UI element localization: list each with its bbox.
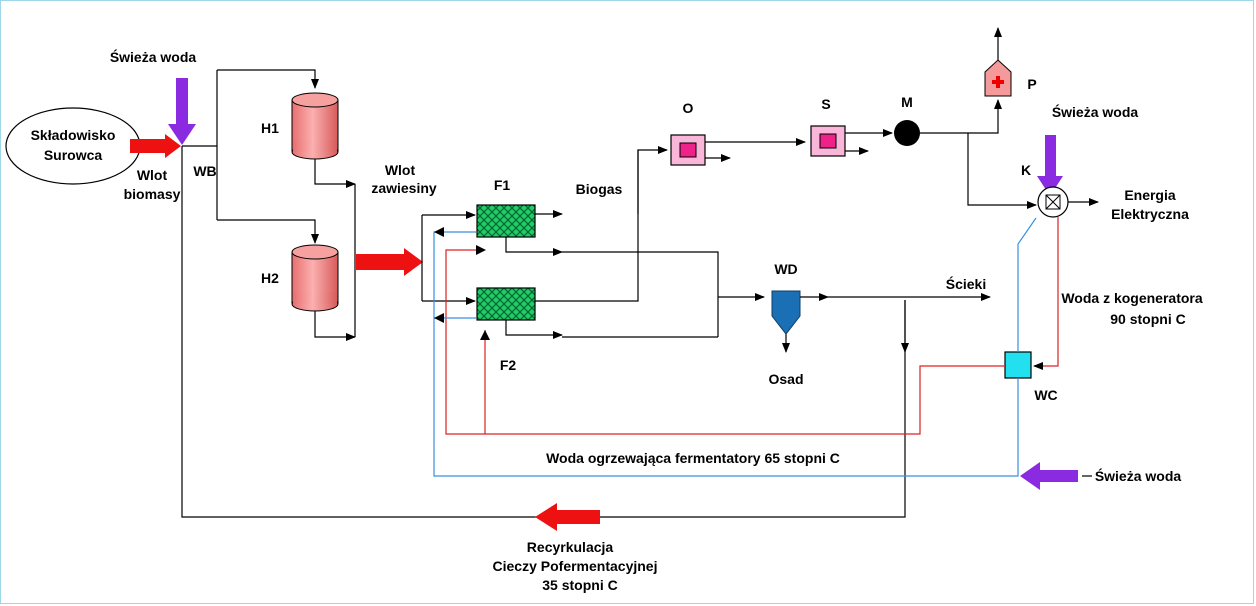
inlet-biomass-label-2: biomasy [124,186,181,202]
meter-m [894,120,920,146]
tank-h2 [291,244,339,312]
wb-label: WB [193,163,216,179]
inlet-suspension-label-2: zawiesiny [371,180,437,196]
wd-label: WD [774,261,797,277]
line-to-h2 [217,219,319,244]
recirc-label-1: Recyrkulacja [527,539,614,555]
separator-s-core [819,133,837,149]
storage-ellipse [5,107,141,185]
fermenter-f1 [476,204,536,238]
flare-p-cross [992,76,1004,88]
suspension-inlet-arrow [356,248,423,276]
heating-water-label: Woda ogrzewająca fermentatory 65 stopni … [546,450,840,466]
heating-loop-red [445,249,1005,435]
heat-exchanger-wc [1004,351,1032,379]
recirculation-arrow [535,503,600,531]
h2-label: H2 [261,270,279,286]
settler-wd [771,290,801,335]
storage-label-1: Składowisko [31,127,116,143]
f1-label: F1 [494,177,511,193]
h1-label: H1 [261,120,279,136]
inlet-biomass-label-1: Wlot [137,167,168,183]
biomass-inlet-arrow [130,134,181,158]
energy-label-1: Energia [1124,187,1176,203]
f2-label: F2 [500,357,517,373]
f2-gas-line [535,150,639,302]
storage-label-2: Surowca [44,147,103,163]
cogen-water-label-1: Woda z kogeneratora [1061,290,1203,306]
h2-outlet [314,311,356,341]
fresh-water-arrow-k [1037,135,1063,196]
fresh-water-right-label: Świeża woda [1052,103,1139,120]
cogenerator-k-cross [1045,194,1061,210]
h1-outlet [314,159,356,188]
f2-digestate [505,320,563,339]
blue-f2-arrowhead [434,313,444,323]
s-label: S [821,96,830,112]
line-to-p [920,99,1002,134]
fermenter-f2 [476,287,536,321]
fresh-water-arrow-top [168,78,196,145]
heating-to-f2-arrowhead [480,330,490,340]
digestate-collector [562,251,719,337]
sludge-label: Osad [768,371,803,387]
line-to-k [967,133,1037,209]
fresh-water-bottom-label: Świeża woda [1095,467,1182,484]
biogas-label: Biogas [576,181,623,197]
line-to-h1 [217,69,319,89]
cogen-water-label-2: 90 stopni C [1110,311,1185,327]
energy-label-2: Elektryczna [1111,206,1189,222]
blue-to-k [1017,217,1037,352]
biogas-line [637,146,668,214]
p-label: P [1027,76,1036,92]
f1-digestate [505,237,563,256]
wc-label: WC [1034,387,1057,403]
tank-h1 [291,92,339,160]
inlet-suspension-label-1: Wlot [385,162,416,178]
fresh-water-arrow-bottom [1020,462,1078,490]
k-label: K [1021,162,1031,178]
o-label: O [683,100,694,116]
heating-to-f1-arrowhead [476,245,486,255]
sewage-label: Ścieki [946,275,986,292]
m-label: M [901,94,913,110]
separator-o-core [679,142,697,158]
cogen-hot-water-line [1033,217,1059,370]
heating-loop-blue [433,231,1019,477]
recirc-label-3: 35 stopni C [542,577,617,593]
blue-f1-arrowhead [434,227,444,237]
fresh-water-top-label: Świeża woda [110,48,197,65]
recirc-label-2: Cieczy Pofermentacyjnej [493,558,658,574]
